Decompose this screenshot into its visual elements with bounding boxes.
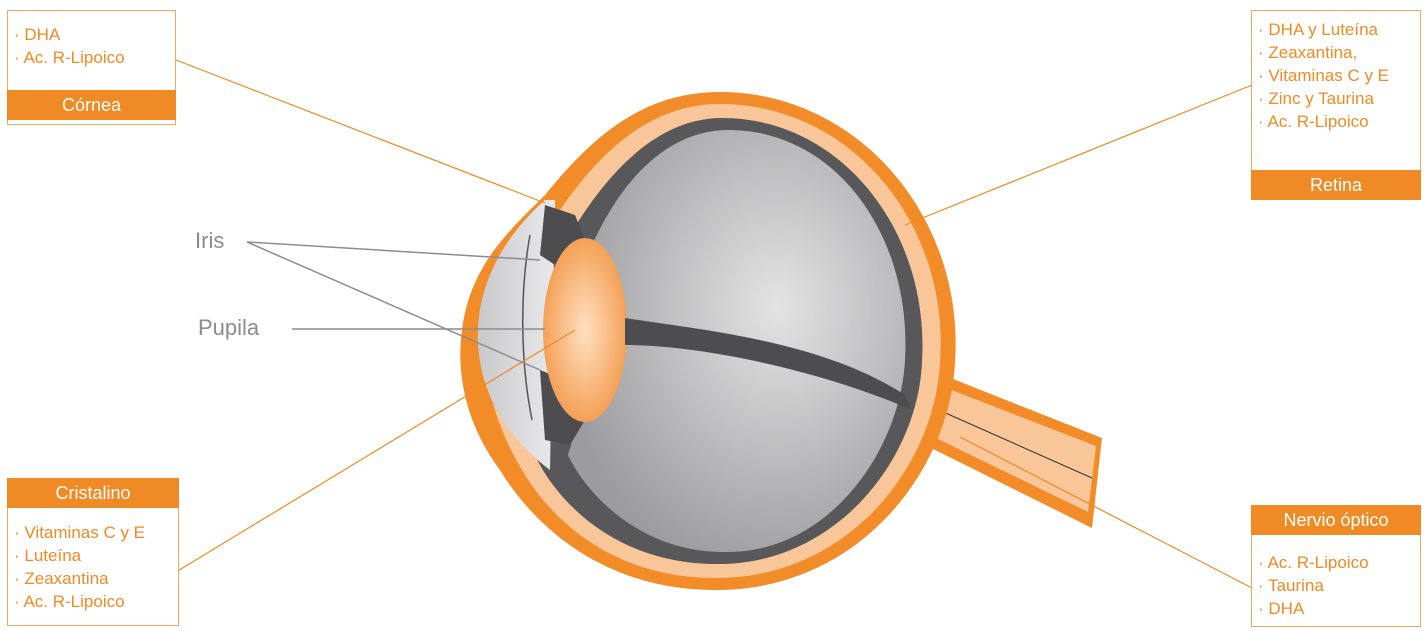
cornea-box: DHA Ac. R-Lipoico Córnea	[7, 10, 176, 125]
lens	[543, 238, 627, 422]
list-item: Zeaxantina,	[1258, 41, 1420, 64]
nervio-box: Nervio óptico Ac. R-Lipoico Taurina DHA	[1251, 505, 1421, 627]
cristalino-box: Cristalino Vitaminas C y E Luteína Zeaxa…	[7, 478, 179, 626]
list-item: Zinc y Taurina	[1258, 87, 1420, 110]
cornea-title: Córnea	[7, 90, 176, 120]
retina-list: DHA y Luteína Zeaxantina, Vitaminas C y …	[1252, 11, 1420, 133]
list-item: Ac. R-Lipoico	[1258, 110, 1420, 133]
list-item: Taurina	[1258, 574, 1420, 597]
nervio-title: Nervio óptico	[1251, 505, 1421, 535]
list-item: DHA	[14, 23, 175, 46]
list-item: DHA y Luteína	[1258, 18, 1420, 41]
list-item: Ac. R-Lipoico	[14, 46, 175, 69]
list-item: Ac. R-Lipoico	[14, 590, 178, 613]
pupila-label: Pupila	[198, 315, 259, 341]
cornea-list: DHA Ac. R-Lipoico	[8, 11, 175, 69]
list-item: Vitaminas C y E	[14, 521, 178, 544]
list-item: DHA	[1258, 597, 1420, 620]
list-item: Vitaminas C y E	[1258, 64, 1420, 87]
list-item: Zeaxantina	[14, 567, 178, 590]
retina-box: DHA y Luteína Zeaxantina, Vitaminas C y …	[1251, 10, 1421, 200]
cristalino-title: Cristalino	[7, 478, 179, 508]
retina-title: Retina	[1251, 170, 1421, 200]
list-item: Luteína	[14, 544, 178, 567]
iris-label: Iris	[195, 228, 224, 254]
list-item: Ac. R-Lipoico	[1258, 551, 1420, 574]
